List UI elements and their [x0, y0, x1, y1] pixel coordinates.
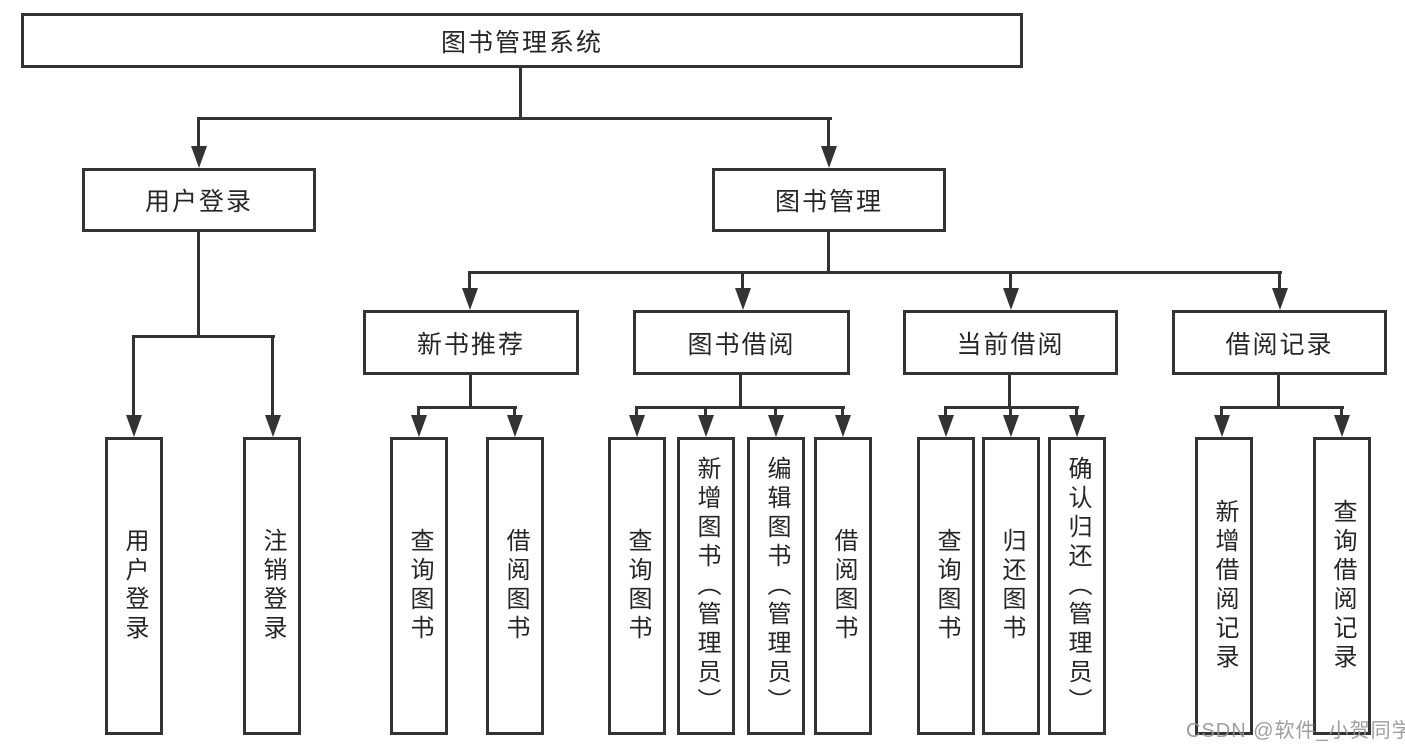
arrow-down-icon — [507, 415, 523, 437]
csdn-watermark: CSDN @软件_小贺同学 — [1186, 720, 1405, 742]
leaf-edit-book-admin: 编辑图书（管理员） — [747, 437, 805, 735]
connector-line — [513, 406, 516, 417]
connector-line — [1009, 406, 1012, 417]
arrow-down-icon — [835, 415, 851, 437]
node-label: 用户登录 — [144, 188, 253, 216]
arrow-down-icon — [821, 146, 837, 168]
node-label: 查询图书 — [406, 528, 433, 644]
node-label: 图书管理系统 — [440, 28, 603, 57]
node-label: 当前借阅 — [956, 330, 1065, 359]
arrow-down-icon — [1003, 288, 1019, 310]
connector-line — [739, 375, 742, 408]
leaf-query-books-recommend: 查询图书 — [390, 437, 448, 735]
connector-line — [197, 232, 200, 337]
arrow-down-icon — [126, 415, 142, 437]
leaf-borrow-books-recommend: 借阅图书 — [486, 437, 544, 735]
connector-line — [774, 406, 777, 417]
node-label: 查询借阅记录 — [1329, 499, 1356, 673]
arrow-down-icon — [265, 415, 281, 437]
connector-line — [132, 335, 135, 417]
node-label: 图书借阅 — [687, 330, 796, 359]
connector-line — [417, 406, 517, 409]
connector-line — [1220, 406, 1344, 409]
leaf-query-borrow-record: 查询借阅记录 — [1313, 437, 1371, 735]
connector-line — [1277, 375, 1280, 408]
node-label: 用户登录 — [121, 528, 148, 644]
connector-line — [1340, 406, 1343, 417]
connector-line — [197, 117, 200, 148]
node-label: 归还图书 — [998, 528, 1025, 644]
arrow-down-icon — [462, 288, 478, 310]
connector-line — [1009, 271, 1012, 290]
connector-line — [944, 406, 947, 417]
connector-line — [1278, 271, 1281, 290]
node-book-borrowing: 图书借阅 — [633, 310, 850, 375]
connector-line — [1008, 375, 1011, 408]
node-label: 注销登录 — [259, 528, 286, 644]
connector-line — [197, 117, 832, 120]
node-label: 查询图书 — [933, 528, 960, 644]
arrow-down-icon — [698, 415, 714, 437]
node-label: 借阅图书 — [502, 528, 529, 644]
connector-line — [417, 406, 420, 417]
leaf-user-login: 用户登录 — [105, 437, 163, 735]
node-new-book-recommend: 新书推荐 — [363, 310, 579, 375]
leaf-query-books-borrow: 查询图书 — [608, 437, 666, 735]
connector-line — [741, 271, 744, 290]
connector-line — [468, 271, 1282, 274]
node-book-management: 图书管理 — [712, 168, 946, 232]
connector-line — [1075, 406, 1078, 417]
arrow-down-icon — [1272, 288, 1288, 310]
connector-line — [1220, 406, 1223, 417]
arrow-down-icon — [938, 415, 954, 437]
arrow-down-icon — [1214, 415, 1230, 437]
arrow-down-icon — [1334, 415, 1350, 437]
node-current-borrowing: 当前借阅 — [903, 310, 1118, 375]
arrow-down-icon — [735, 288, 751, 310]
arrow-down-icon — [1069, 415, 1085, 437]
connector-line — [635, 406, 845, 409]
node-label: 借阅图书 — [830, 528, 857, 644]
arrow-down-icon — [191, 146, 207, 168]
node-label: 查询图书 — [624, 528, 651, 644]
node-borrowing-records: 借阅记录 — [1172, 310, 1387, 375]
connector-line — [704, 406, 707, 417]
arrow-down-icon — [1003, 415, 1019, 437]
connector-line — [519, 68, 522, 120]
node-label: 编辑图书（管理员） — [763, 455, 790, 717]
connector-line — [827, 117, 830, 148]
arrow-down-icon — [411, 415, 427, 437]
node-label: 借阅记录 — [1225, 330, 1334, 359]
node-label: 图书管理 — [774, 188, 883, 216]
leaf-return-books: 归还图书 — [982, 437, 1040, 735]
node-label: 新增借阅记录 — [1211, 499, 1238, 673]
leaf-confirm-return-admin: 确认归还（管理员） — [1048, 437, 1106, 735]
node-label: 新增图书（管理员） — [693, 455, 720, 717]
connector-line — [132, 335, 275, 338]
connector-line — [827, 232, 830, 273]
arrow-down-icon — [629, 415, 645, 437]
node-label: 新书推荐 — [416, 330, 525, 359]
node-book-management-system: 图书管理系统 — [21, 13, 1023, 68]
connector-line — [841, 406, 844, 417]
connector-line — [468, 271, 471, 290]
arrow-down-icon — [768, 415, 784, 437]
leaf-borrow-books: 借阅图书 — [814, 437, 872, 735]
connector-line — [635, 406, 638, 417]
leaf-query-books-current: 查询图书 — [917, 437, 975, 735]
leaf-add-borrow-record: 新增借阅记录 — [1195, 437, 1253, 735]
node-label: 确认归还（管理员） — [1064, 455, 1091, 717]
connector-line — [469, 375, 472, 408]
node-user-login: 用户登录 — [82, 168, 316, 232]
leaf-logout: 注销登录 — [243, 437, 301, 735]
connector-line — [271, 335, 274, 417]
leaf-add-book-admin: 新增图书（管理员） — [677, 437, 735, 735]
